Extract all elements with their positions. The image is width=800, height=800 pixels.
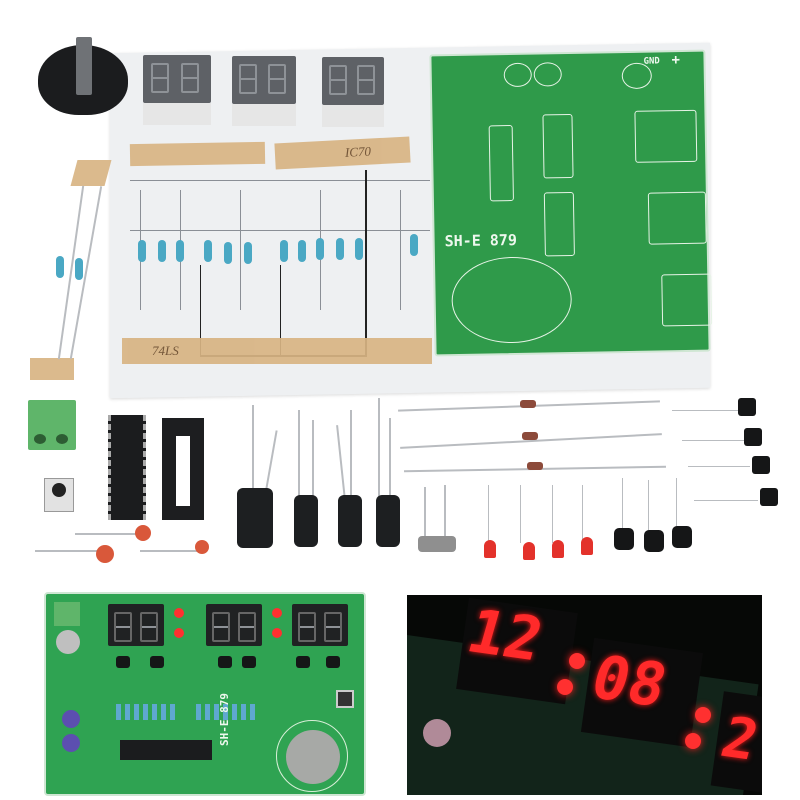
tape-bottom: 74LS [122,338,432,364]
tape-note: 74LS [152,343,179,358]
board-display [108,604,164,646]
tape-small-top [70,160,112,186]
display-footprint [647,191,707,245]
board-display [292,604,348,646]
colon-dot [685,733,701,749]
ic-footprint [488,124,514,202]
lit-clock-display: 12 08 2 [407,595,762,795]
pcb-model-label: SH-E 879 [444,230,518,251]
resistor-array-footprint [543,191,575,257]
dip-ic [108,415,146,520]
board-model-label: SH-E 879 [218,693,231,746]
colon-dot [569,653,585,669]
ic-socket [162,418,204,520]
battery-footprint [450,255,573,345]
capacitor-footprint [503,62,532,88]
board-ic [120,740,212,760]
terminal-block [28,400,76,450]
colon-dot [695,707,711,723]
colon-dot [557,679,573,695]
seven-segment-module [143,55,211,125]
assembled-board: SH-E 879 [44,592,366,796]
seven-segment-module [232,56,296,126]
pcb-plus-label: + [671,52,681,69]
seven-segment-module [322,57,384,127]
resistor-array-footprint [542,113,574,179]
display-footprint [661,273,713,327]
capacitor-footprint [533,62,562,87]
capacitor-footprint [621,62,653,90]
tape-note: IC70 [344,143,372,160]
tape-small-bottom [30,358,74,380]
push-button [44,478,74,512]
bare-pcb: SH-E 879 GND + [429,49,713,357]
display-footprint [634,109,698,163]
coin-cell [286,730,340,784]
coin-cell-holder [38,37,128,115]
board-display [206,604,262,646]
tape-top-left [129,141,266,167]
